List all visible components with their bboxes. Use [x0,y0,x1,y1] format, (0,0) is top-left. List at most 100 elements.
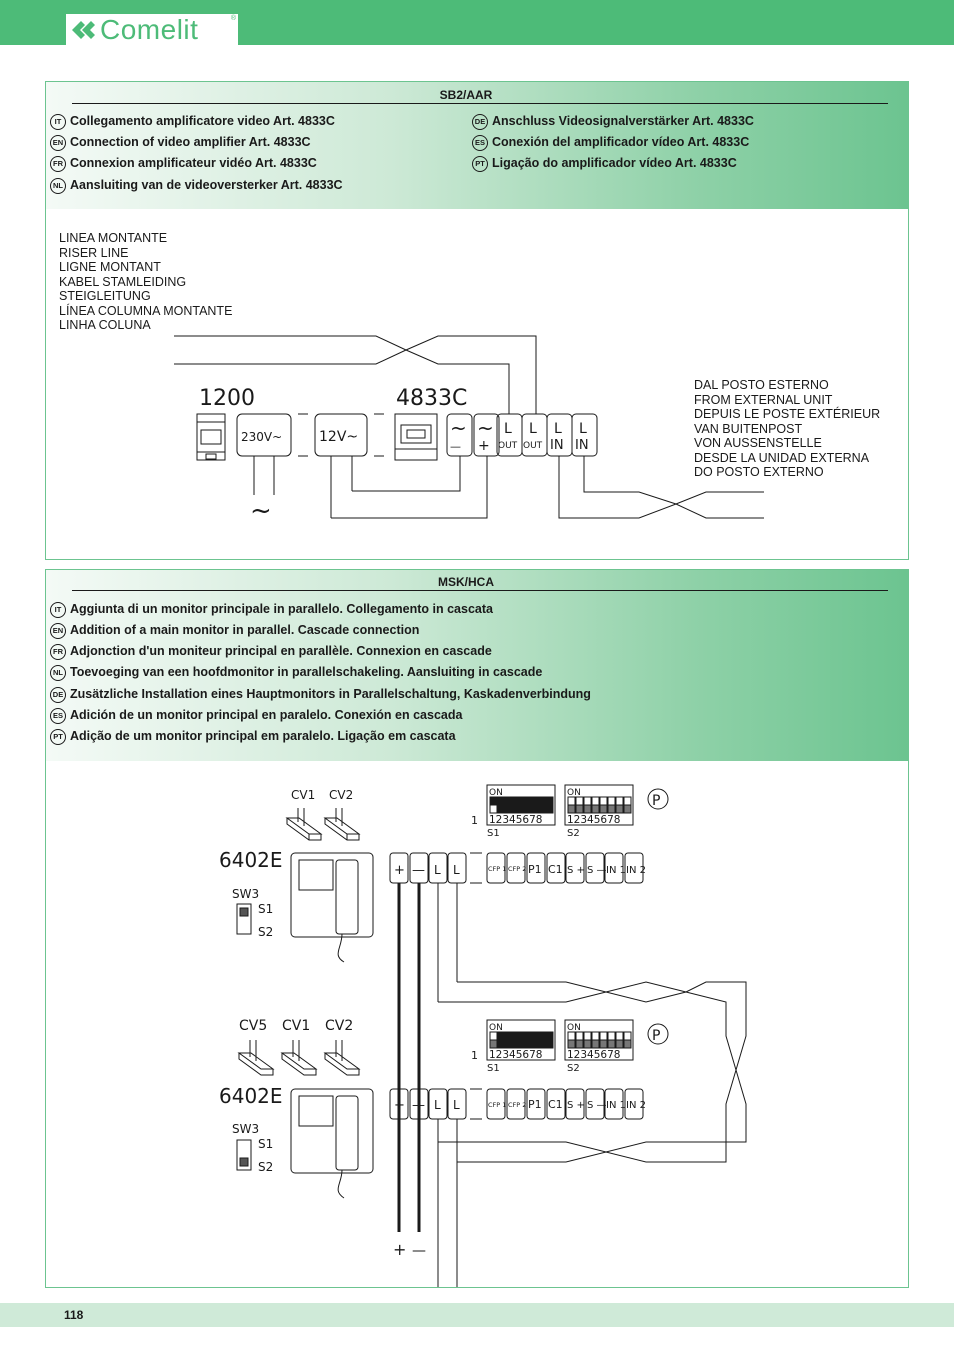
lang-badge: PT [50,728,66,745]
output-voltage-box [314,413,368,457]
jumper-cv2-icon [323,1040,361,1076]
cv-label: CV2 [329,788,353,802]
terminal-top: L [579,421,587,437]
terminal-l: L [453,1098,460,1112]
brand-registered-mark: ® [230,15,236,22]
input-voltage-label: 230V~ [241,430,282,444]
bus-minus-label: — [412,1243,426,1259]
input-voltage-box [236,413,292,457]
dip-on-label: ON [567,788,581,798]
dip-switch-s1 [486,1019,556,1061]
psu-module-icon [196,413,226,461]
switch-s2-label: S2 [258,925,273,939]
lang-badge: ES [472,134,488,151]
dip-levers-s1 [489,796,554,814]
lang-text: Conexión del amplificador vídeo Art. 483… [492,135,750,149]
riser-label: RISER LINE [59,245,129,260]
lang-text: Adição de um monitor principal em parale… [70,729,456,743]
switch-label: SW3 [232,1122,259,1136]
dip-s2-caption: S2 [567,828,580,839]
lang-text: Adición de un monitor principal en paral… [70,708,463,722]
dip-s1-caption: S1 [487,828,500,839]
lang-badge: FR [50,155,66,172]
lang-row-pt: PT Adição de um monitor principal em para… [50,728,456,745]
switch-s1-label: S1 [258,902,273,916]
switch-s2-label: S2 [258,1160,273,1174]
section-rule [72,590,888,591]
bus-plus-label: + [393,1240,406,1259]
lang-text: Aggiunta di un monitor principale in par… [70,602,493,616]
riser-label: STEIGLEITUNG [59,289,151,303]
terminal-top: ~ [477,416,494,440]
footer-bar: 118 [0,1303,954,1327]
riser-label: LÍNEA COLUMNA MONTANTE [59,303,233,318]
dip-numbers: 12345678 [489,1049,542,1061]
monitor-model-label: 6402E [219,1084,283,1108]
lang-badge: IT [50,601,66,618]
lang-row-es: ES Conexión del amplificador vídeo Art. 4… [472,134,749,151]
brand-name: Comelit [100,14,199,45]
dip-switch-s2 [564,1019,634,1061]
terminal-p1: P1 [528,863,542,876]
output-voltage-label: 12V~ [319,429,358,445]
amplifier-label: 4833C [396,386,467,411]
p-label: P [652,793,660,809]
terminal-bottom: + [478,438,490,454]
psu-label: 1200 [199,386,255,411]
jumper-cv1-icon [285,808,323,841]
terminal-p1: P1 [528,1098,542,1111]
external-label: DESDE LA UNIDAD EXTERNA [694,450,870,465]
terminal-s-minus: S — [587,865,607,876]
terminal-cfp1: CFP 1 [488,1101,506,1109]
switch-sw3-icon [236,903,252,935]
wiring-diagram-amplifier: 1200 230V~ 12V~ ~ 4833C [174,335,764,526]
riser-wire [174,335,510,414]
jumper-cv2-icon [323,808,361,841]
terminal-in1: IN 1 [606,865,626,876]
terminal-l: L [434,1098,441,1112]
lang-text: Connexion amplificateur vidéo Art. 4833C [70,156,317,170]
terminal-bottom: OUT [498,441,518,451]
terminal-top: ~ [450,416,467,440]
terminal-top: L [554,421,562,437]
dip-one-label: 1 [471,1049,478,1062]
section-title: MSK/HCA [438,575,494,589]
terminal-s-minus: S — [587,1100,607,1111]
amplifier-module-icon [394,413,438,461]
cv-label: CV5 [239,1018,267,1034]
cv-label: CV2 [325,1018,353,1034]
monitor-terminal-block [389,852,644,884]
terminal-cfp1: CFP 1 [488,865,506,873]
riser-label: LINEA MONTANTE [59,231,168,245]
lang-row-fr: FR Connexion amplificateur vidéo Art. 483… [50,155,317,172]
lang-badge: EN [50,622,66,639]
terminal-in1: IN 1 [606,1100,626,1111]
riser-line-labels: LINEA MONTANTE RISER LINE LIGNE MONTANT … [59,231,232,333]
cv-label: CV1 [282,1018,310,1034]
lang-badge: IT [50,113,66,130]
external-label: VON AUSSENSTELLE [694,436,822,450]
dip-numbers: 12345678 [567,1049,620,1061]
external-label: DO POSTO EXTERNO [694,465,824,479]
external-label: DAL POSTO ESTERNO [694,378,829,392]
switch-sw3-icon [236,1139,252,1171]
switch-s1-label: S1 [258,1137,273,1151]
riser-label: KABEL STAMLEIDING [59,274,187,289]
monitor-6402e-icon [290,1088,374,1199]
dip-numbers: 12345678 [489,814,542,826]
section-title: SB2/AAR [439,88,493,102]
p-button-icon [647,788,669,810]
dip-s2-caption: S2 [567,1063,580,1074]
dip-levers-s2 [567,1031,632,1049]
dip-numbers: 12345678 [567,814,620,826]
external-unit-labels: DAL POSTO ESTERNO FROM EXTERNAL UNIT DEP… [694,378,880,480]
external-label: FROM EXTERNAL UNIT [694,392,833,407]
lang-badge: PT [472,155,488,172]
lang-badge: DE [472,113,488,130]
